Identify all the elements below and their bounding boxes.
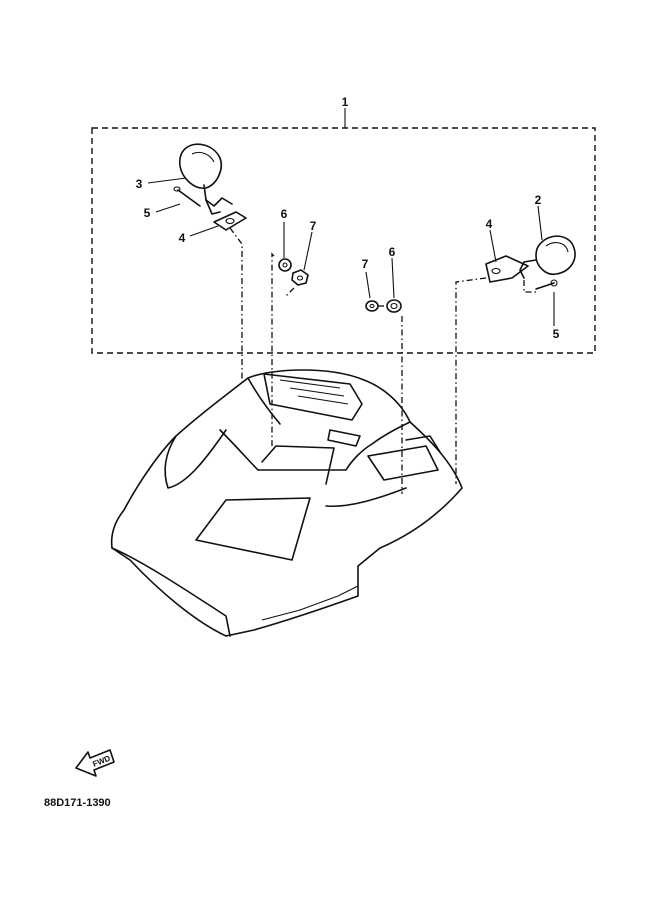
left-bracket[interactable]: [213, 211, 247, 231]
callout-grommet-left: 6: [281, 207, 288, 221]
diagram-reference-code: 88D171-1390: [44, 797, 111, 809]
assembly-group-box: [91, 108, 596, 354]
callout-mirror-right: 2: [535, 193, 542, 207]
forward-direction-arrow: FWD: [75, 749, 115, 777]
left-nut[interactable]: [291, 269, 309, 286]
assembly-guide-lines: [229, 227, 536, 494]
callout-leader-lines: [147, 177, 555, 326]
callout-bracket-right: 4: [486, 217, 493, 231]
left-grommet[interactable]: [278, 258, 292, 272]
callout-labels: 1 2 3 4 5 6 7 7 6 4 5: [136, 95, 560, 341]
callout-nut-right: 7: [362, 257, 369, 271]
callout-group: 1: [342, 95, 349, 109]
left-mirror[interactable]: [178, 143, 233, 215]
front-cowl[interactable]: [110, 369, 463, 637]
right-bracket[interactable]: [485, 255, 529, 283]
right-mirror[interactable]: [519, 235, 576, 279]
callout-nut-left: 7: [310, 219, 317, 233]
callout-screw-right: 5: [553, 327, 560, 341]
callout-mirror-left: 3: [136, 177, 143, 191]
callout-screw-left: 5: [144, 206, 151, 220]
callout-grommet-right: 6: [389, 245, 396, 259]
left-screw[interactable]: [173, 186, 201, 207]
right-grommet[interactable]: [386, 299, 402, 313]
right-nut[interactable]: [365, 300, 379, 312]
right-screw[interactable]: [535, 279, 558, 290]
callout-bracket-left: 4: [179, 231, 186, 245]
